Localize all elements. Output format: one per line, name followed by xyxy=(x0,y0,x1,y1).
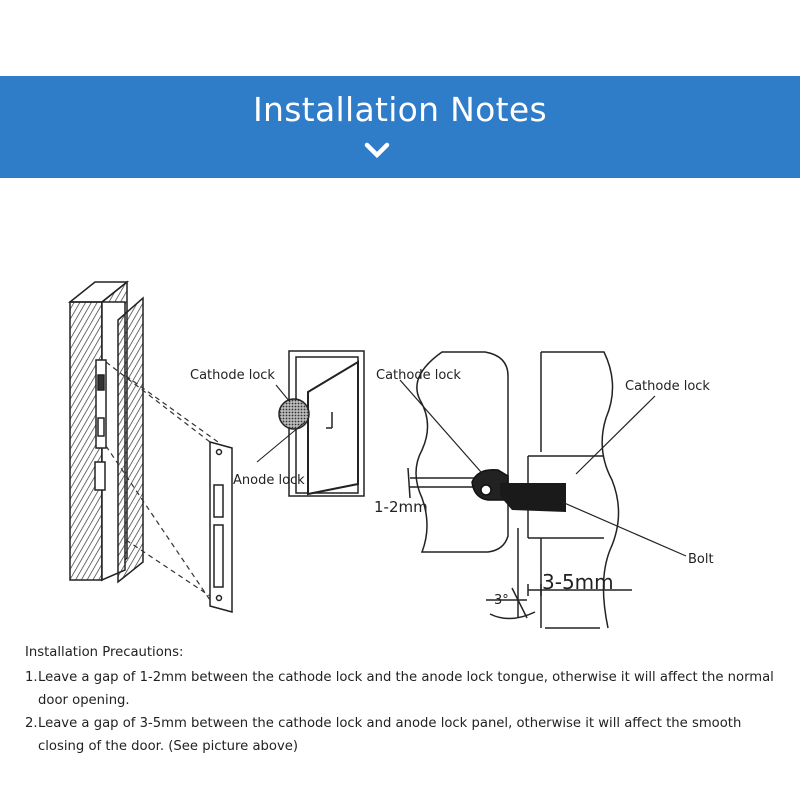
latch-tongue xyxy=(471,469,509,501)
callout-lines-door xyxy=(256,384,306,463)
label-gap-1-2mm: 1-2mm xyxy=(374,498,428,516)
label-cathode-lock-right: Cathode lock xyxy=(625,379,710,394)
precaution-number: 2. xyxy=(25,716,38,731)
label-angle: 3° xyxy=(494,593,509,608)
label-gap-3-5mm: 3-5mm xyxy=(542,570,614,594)
bolt xyxy=(500,483,566,512)
header-banner: Installation Notes xyxy=(0,76,800,178)
precaution-item: 2. Leave a gap of 3-5mm between the cath… xyxy=(25,712,785,758)
door-figure xyxy=(278,350,365,497)
cross-section-figure xyxy=(407,351,632,629)
label-bolt: Bolt xyxy=(688,552,714,567)
precaution-text: Leave a gap of 1-2mm between the cathode… xyxy=(38,670,774,708)
label-cathode-lock-door: Cathode lock xyxy=(190,368,275,383)
precaution-number: 1. xyxy=(25,670,38,685)
label-anode-lock: Anode lock xyxy=(233,473,305,488)
label-cathode-lock-section: Cathode lock xyxy=(376,368,461,383)
precautions-title: Installation Precautions: xyxy=(25,645,184,660)
installation-precautions: Installation Precautions: 1. Leave a gap… xyxy=(25,641,785,758)
precaution-text: Leave a gap of 3-5mm between the cathode… xyxy=(38,716,742,754)
chevron-down-icon xyxy=(364,142,390,159)
strike-plate xyxy=(209,441,233,613)
door-frame-figure xyxy=(67,280,144,584)
projection-lines xyxy=(105,361,219,601)
precaution-item: 1. Leave a gap of 1-2mm between the cath… xyxy=(25,666,785,712)
installation-diagram: Cathode lock Anode lock Cathode lock Cat… xyxy=(67,280,714,629)
callout-lines-section xyxy=(399,379,687,557)
banner-title: Installation Notes xyxy=(253,90,547,129)
